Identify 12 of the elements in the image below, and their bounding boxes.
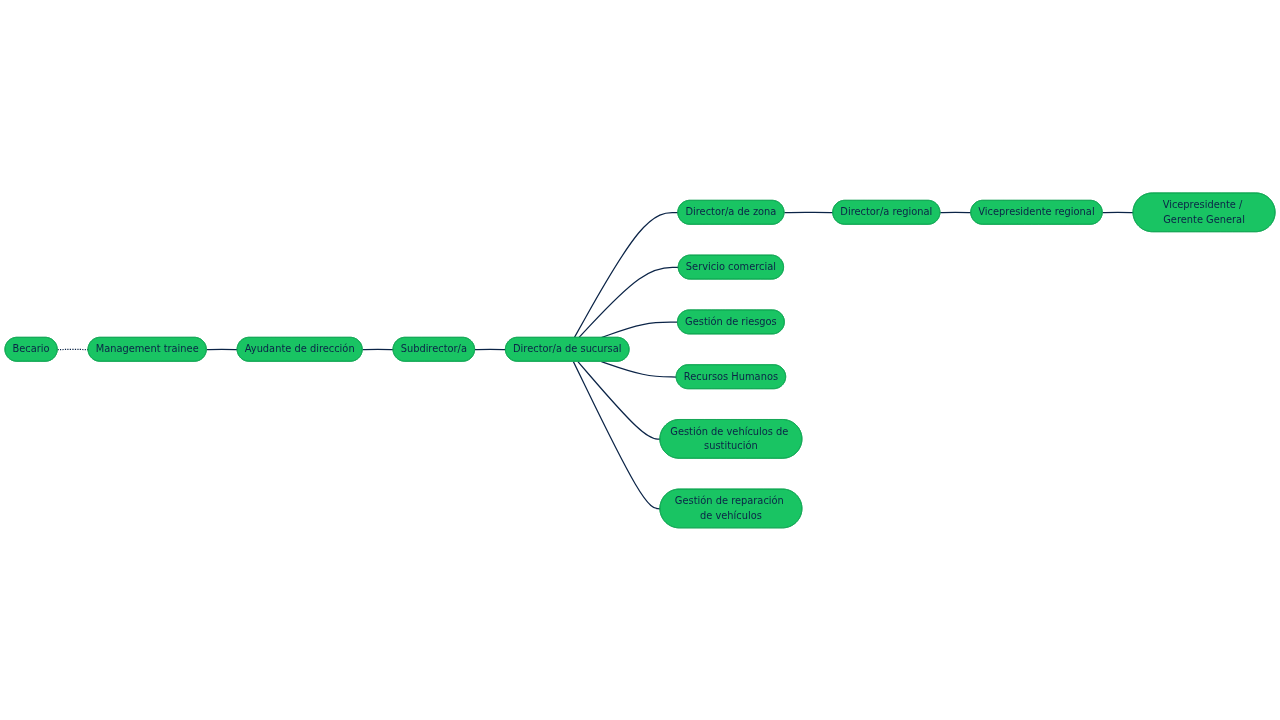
connector — [577, 360, 661, 440]
connector — [939, 211, 972, 213]
connector — [600, 360, 678, 378]
connector — [474, 348, 507, 350]
connector — [783, 211, 834, 213]
connector — [578, 266, 680, 338]
connector — [572, 360, 661, 509]
connector — [206, 348, 239, 350]
connector — [361, 348, 394, 350]
connector — [56, 348, 89, 350]
connector — [1101, 211, 1134, 213]
connector — [573, 211, 679, 338]
